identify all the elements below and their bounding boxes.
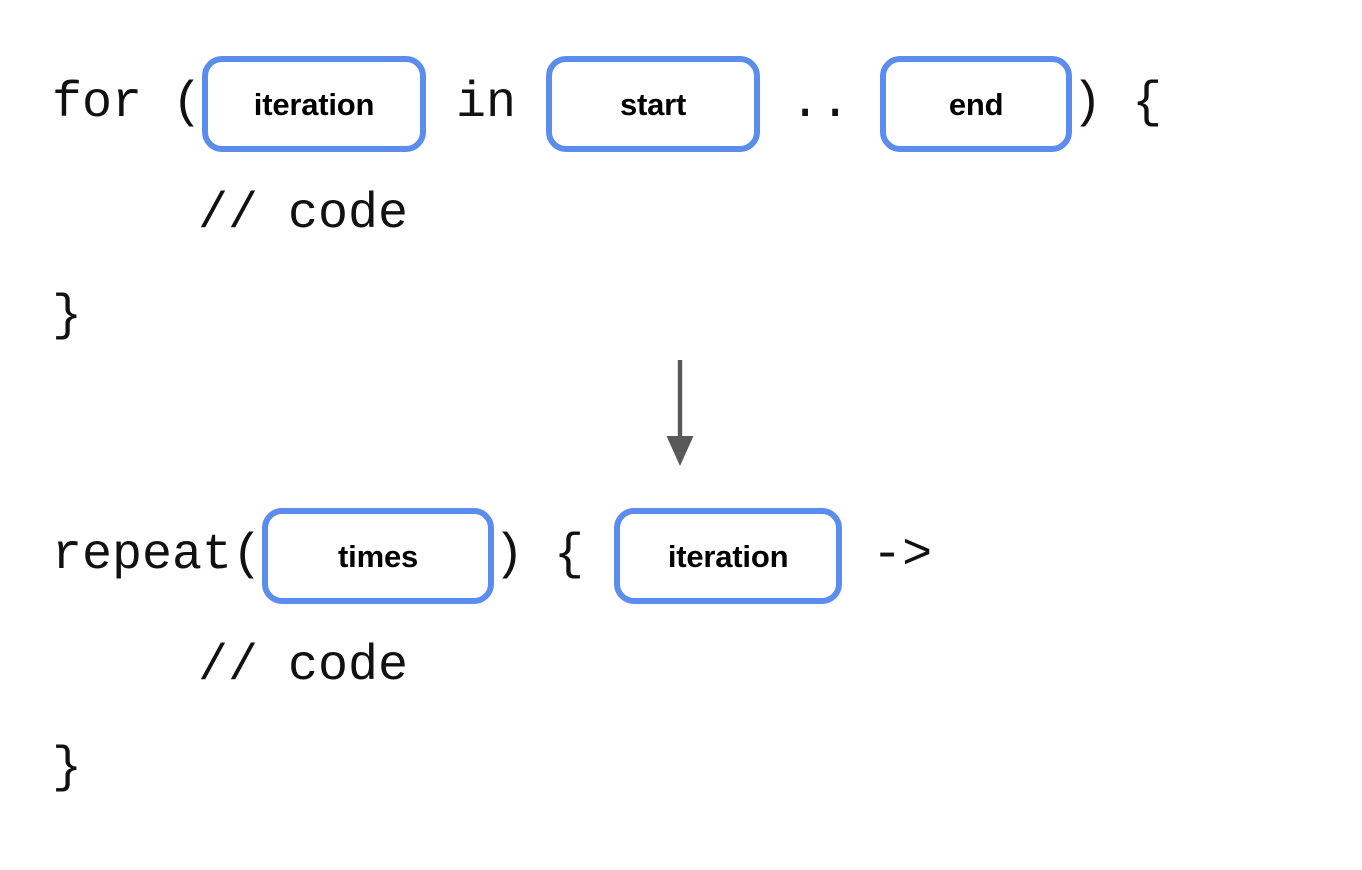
code-line-closing-brace-after: }	[52, 740, 83, 797]
keyword-for-open-paren: for (	[52, 75, 203, 132]
code-line-for-statement: for ( iteration in start .. end ) {	[52, 56, 1162, 152]
range-operator-dotdot: ..	[760, 75, 881, 132]
close-paren-open-brace: ) {	[1072, 75, 1163, 132]
function-repeat-open-paren: repeat(	[52, 527, 263, 584]
lambda-arrow-operator: ->	[842, 527, 933, 584]
keyword-in: in	[426, 75, 547, 132]
code-line-repeat-statement: repeat( times ) { iteration ->	[52, 508, 932, 604]
code-line-comment-before: // code	[198, 186, 409, 243]
code-line-comment-after: // code	[198, 638, 409, 695]
slot-lambda-iteration-param[interactable]: iteration	[614, 508, 843, 604]
slot-iteration-variable[interactable]: iteration	[202, 56, 427, 152]
slot-range-end[interactable]: end	[880, 56, 1073, 152]
slot-range-start[interactable]: start	[546, 56, 761, 152]
slot-times-count[interactable]: times	[262, 508, 495, 604]
code-line-closing-brace-before: }	[52, 288, 83, 345]
close-paren-open-brace-after: ) {	[494, 527, 615, 584]
down-arrow-icon	[660, 360, 700, 470]
